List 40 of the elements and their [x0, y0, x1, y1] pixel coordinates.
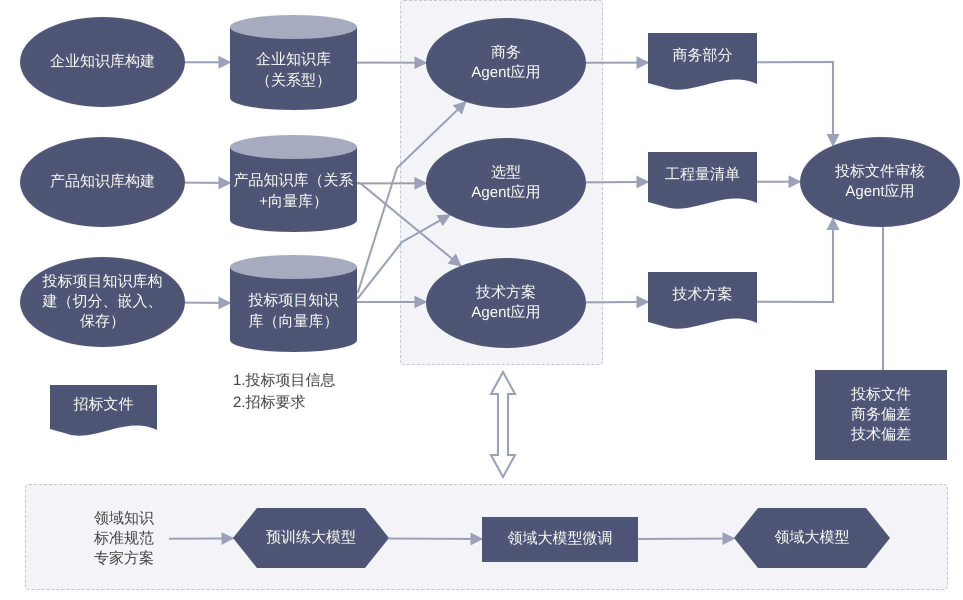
arrow [357, 176, 428, 190]
arrow [356, 101, 467, 293]
note-text: 领域知识标准规范专家方案 [79, 506, 169, 572]
connector-line [882, 227, 884, 370]
arrow [586, 176, 650, 188]
process-ellipse: 选型 Agent应用 [426, 138, 586, 228]
note-text: 2.招标要求 [233, 393, 306, 412]
arrow [185, 56, 232, 69]
hexagon-shape: 领域大模型 [734, 508, 890, 568]
hexagon-shape: 预训练大模型 [233, 508, 389, 568]
arrow [169, 532, 234, 545]
process-ellipse: 商务 Agent应用 [426, 18, 586, 108]
arrow [357, 296, 428, 308]
dashed-panel [400, 0, 603, 365]
arrow [184, 296, 232, 310]
note-text: 1.投标项目信息 [233, 371, 336, 390]
result-box: 投标文件商务偏差技术偏差 [815, 370, 947, 460]
process-ellipse: 投标项目知识库构建（切分、嵌入、保存） [20, 257, 185, 347]
double-arrow [489, 370, 517, 480]
arrow [357, 56, 428, 70]
process-ellipse: 企业知识库构建 [20, 17, 185, 107]
arrow [389, 532, 484, 546]
document-shape: 工程量清单 [648, 152, 757, 211]
arrow [757, 61, 840, 147]
arrow [184, 176, 232, 190]
arrow [356, 214, 451, 300]
document-shape: 招标文件 [50, 385, 157, 438]
arrow [638, 532, 736, 546]
document-shape: 技术方案 [648, 272, 757, 331]
process-ellipse: 投标文件审核 Agent应用 [800, 137, 960, 227]
process-ellipse: 产品知识库构建 [20, 137, 185, 227]
dashed-panel [25, 484, 948, 590]
arrow [757, 175, 802, 188]
process-ellipse: 技术方案 Agent应用 [426, 258, 586, 348]
arrow [586, 56, 650, 70]
arrow [757, 217, 840, 303]
arrow [586, 296, 650, 308]
process-box: 领域大模型微调 [482, 517, 638, 562]
document-shape: 商务部分 [648, 33, 757, 92]
arrow [357, 182, 462, 267]
